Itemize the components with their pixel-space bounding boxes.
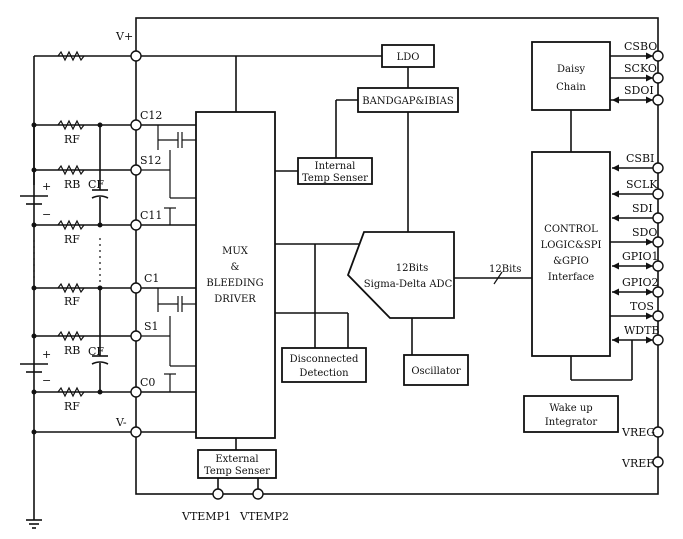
pin-vtemp2-label: VTEMP2	[239, 510, 289, 523]
control-line3: &GPIO	[553, 256, 589, 267]
pin-vref	[652, 456, 664, 468]
pin-tos-label: TOS	[630, 300, 654, 313]
pin-vreg	[652, 426, 664, 438]
external-temp-line1: External	[215, 454, 258, 465]
pin-vtemp1-label: VTEMP1	[181, 510, 231, 523]
ldo-label: LDO	[397, 52, 420, 63]
pin-sdo-label: SDO	[632, 226, 657, 239]
pin-s1	[130, 330, 142, 342]
wakeup-line1: Wake up	[549, 403, 592, 414]
pin-sdi	[652, 212, 664, 224]
mux-line3: BLEEDING	[206, 278, 263, 289]
pin-scko	[652, 72, 664, 84]
cf-label-1: CF	[88, 178, 104, 191]
pin-vreg-label: VREG	[621, 426, 655, 439]
disconnected-line2: Detection	[299, 368, 349, 379]
external-temp-block	[197, 449, 277, 479]
pin-csbo-label: CSBO	[624, 40, 657, 53]
battery-bottom-plus: +	[42, 348, 51, 361]
oscillator-block	[403, 354, 469, 386]
rb-label-1: RB	[64, 178, 80, 191]
pin-csbo	[652, 50, 664, 62]
pin-vplus-label: V+	[115, 30, 133, 43]
battery-top-plus: +	[42, 180, 51, 193]
pin-vminus	[130, 426, 142, 438]
pin-scko-label: SCKO	[624, 62, 657, 75]
pin-s12-label: S12	[140, 154, 162, 167]
pin-sdoi-label: SDOI	[624, 84, 654, 97]
bandgap-label: BANDGAP&IBIAS	[362, 96, 454, 107]
pin-c0-label: C0	[140, 376, 155, 389]
pin-sdoi	[652, 94, 664, 106]
internal-temp-line2: Temp Senser	[302, 173, 368, 184]
pin-csbi	[652, 162, 664, 174]
pin-c12-label: C12	[140, 109, 162, 122]
disconnected-block	[281, 347, 367, 383]
pin-vminus-label: V-	[115, 416, 127, 429]
pin-c1	[130, 282, 142, 294]
mux-block	[195, 111, 276, 439]
pin-vref-label: VREF	[621, 457, 654, 470]
pin-csbi-label: CSBI	[626, 152, 654, 165]
pin-sclk-label: SCLK	[626, 178, 658, 191]
mux-line4: DRIVER	[214, 294, 256, 305]
bleed-switch-bottom	[141, 288, 196, 392]
pin-sdo	[652, 236, 664, 248]
adc-line2: Sigma-Delta ADC	[364, 279, 453, 290]
pin-sdi-label: SDI	[632, 202, 653, 215]
rf-label-3: RF	[64, 295, 80, 308]
control-line4: Interface	[548, 272, 594, 283]
bus-slash-icon	[493, 271, 503, 285]
bleed-switch-top	[141, 125, 196, 225]
daisy-line2: Chain	[556, 82, 586, 93]
pin-gpio1-label: GPIO1	[622, 250, 659, 263]
disconnected-line1: Disconnected	[290, 354, 359, 365]
pin-gpio2	[652, 286, 664, 298]
mux-line1: MUX	[222, 246, 249, 257]
bandgap-block	[357, 87, 459, 113]
rf-label-4: RF	[64, 400, 80, 413]
pin-tos	[652, 310, 664, 322]
pin-c1-label: C1	[144, 272, 159, 285]
wakeup-line2: Integrator	[545, 417, 598, 428]
pin-wdtb	[652, 334, 664, 346]
pin-wdtb-label: WDTB	[624, 324, 660, 337]
battery-bottom-minus: −	[42, 374, 51, 387]
pin-s1-label: S1	[144, 320, 159, 333]
control-line1: CONTROL	[544, 224, 598, 235]
adc-bus-label: 12Bits	[489, 264, 521, 275]
oscillator-label: Oscillator	[411, 366, 461, 377]
control-logic-block	[531, 151, 611, 357]
pin-c11-label: C11	[140, 209, 162, 222]
pin-vplus	[130, 50, 142, 62]
pin-gpio1	[652, 260, 664, 272]
rf-label-1: RF	[64, 133, 80, 146]
pin-gpio2-label: GPIO2	[622, 276, 659, 289]
mux-line2: &	[231, 262, 240, 273]
daisy-chain-block	[531, 41, 611, 111]
adc-line1: 12Bits	[396, 263, 428, 274]
adc-block	[346, 231, 455, 319]
pin-vtemp2	[252, 488, 264, 500]
internal-temp-block	[297, 157, 373, 185]
external-temp-line2: Temp Senser	[204, 466, 270, 477]
pin-vtemp1	[212, 488, 224, 500]
battery-top-minus: −	[42, 208, 51, 221]
rf-label-2: RF	[64, 233, 80, 246]
wakeup-block	[523, 395, 619, 433]
daisy-line1: Daisy	[557, 64, 585, 75]
rb-label-2: RB	[64, 344, 80, 357]
chip-outline	[135, 17, 659, 495]
internal-temp-line1: Internal	[315, 161, 356, 172]
cf-label-2: CF	[88, 345, 104, 358]
pin-sclk	[652, 188, 664, 200]
control-line2: LOGIC&SPI	[541, 240, 602, 251]
vplus-resistor	[57, 50, 85, 62]
